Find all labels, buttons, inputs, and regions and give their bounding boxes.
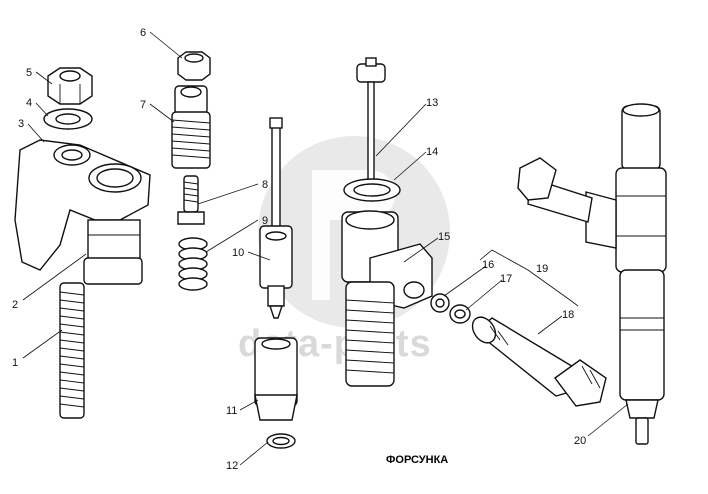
part-20-injector-assembly <box>517 103 667 445</box>
part-11-nozzle-nut <box>254 337 298 421</box>
part-18-fitting <box>471 316 607 407</box>
part-16-ring <box>430 293 450 313</box>
callout-4: 4 <box>26 97 32 109</box>
part-14-washer <box>343 178 401 202</box>
part-12-sealing-ring <box>266 433 296 449</box>
callout-12: 12 <box>226 460 238 472</box>
diagram-caption: ФОРСУНКА <box>386 454 448 466</box>
leader-lines <box>22 31 629 466</box>
callout-13: 13 <box>426 97 438 109</box>
callout-14: 14 <box>426 146 438 158</box>
part-9-spring <box>178 237 208 291</box>
callout-5: 5 <box>26 67 32 79</box>
part-1-threaded-stud <box>59 282 85 419</box>
callout-18: 18 <box>562 309 574 321</box>
callout-19: 19 <box>536 263 548 275</box>
part-3-clamp-bracket <box>14 139 151 285</box>
part-7-threaded-cap <box>171 85 211 169</box>
callout-16: 16 <box>482 259 494 271</box>
callout-6: 6 <box>140 27 146 39</box>
part-5-nut <box>47 67 93 105</box>
callout-labels: 1 2 3 4 5 6 7 8 9 10 11 12 13 14 15 16 1… <box>12 27 586 472</box>
callout-3: 3 <box>18 118 24 130</box>
callout-11: 11 <box>226 405 237 417</box>
callout-8: 8 <box>262 179 268 191</box>
callout-20: 20 <box>574 435 586 447</box>
callout-9: 9 <box>262 215 268 227</box>
callout-1: 1 <box>12 357 18 369</box>
part-17-ring <box>449 304 471 324</box>
callout-10: 10 <box>232 247 244 259</box>
callout-15: 15 <box>438 231 450 243</box>
part-8-adjusting-screw <box>177 175 205 225</box>
callout-2: 2 <box>12 299 18 311</box>
part-15-injector-body <box>341 210 433 387</box>
callout-17: 17 <box>500 273 512 285</box>
part-6-small-nut <box>177 51 211 81</box>
watermark-logo-glyph <box>312 170 395 300</box>
part-4-washer <box>43 108 93 130</box>
part-10-needle-atomizer <box>259 117 293 319</box>
callout-7: 7 <box>140 99 146 111</box>
